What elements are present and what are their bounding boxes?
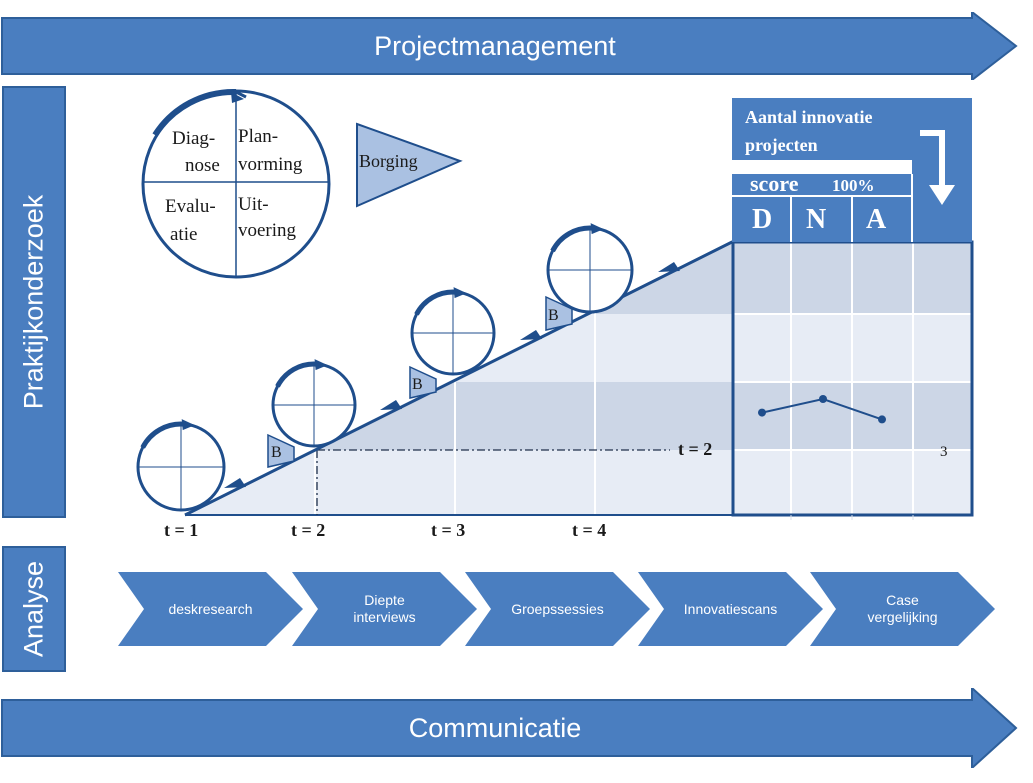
growth-arrow (184, 240, 733, 517)
time-label-2: t = 2 (291, 520, 325, 540)
q1-line2: nose (185, 155, 220, 176)
cycle-circles (136, 223, 634, 512)
praktijkonderzoek-side-label: Praktijkonderzoek (2, 86, 66, 518)
borging-label: Borging (359, 151, 418, 171)
cycle-arrowhead-icon (181, 419, 195, 431)
q4-line2: voering (238, 220, 297, 241)
innovation-header (732, 98, 972, 242)
innovation-title-line2: projecten (745, 135, 818, 155)
score-label: score (750, 171, 799, 196)
analysis-step-innovatiescans: Innovatiescans (638, 572, 823, 646)
time-label-4: t = 4 (572, 520, 606, 540)
borging-triangles (267, 295, 573, 468)
q2-line2: vorming (238, 154, 303, 175)
q3-line1: Evalu- (165, 196, 216, 217)
column-header-n: N (806, 204, 826, 235)
q3-line2: atie (170, 224, 197, 245)
column-header-d: D (752, 204, 772, 235)
column-header-a: A (866, 204, 887, 235)
cycle-arrowhead-icon (590, 223, 604, 235)
projectmanagement-label: Projectmanagement (374, 30, 616, 61)
analysis-step-label: Innovatiescans (683, 600, 778, 617)
time-label-1: t = 1 (164, 520, 198, 540)
t2-right-label: t = 2 (678, 439, 712, 459)
q2-line1: Plan- (238, 126, 278, 147)
b-triangle-3 (545, 295, 573, 331)
communicatie-arrow: Communicatie (0, 688, 1022, 768)
analyse-side-label: Analyse (2, 546, 66, 672)
analysis-step-label: Groepssessies (511, 600, 604, 617)
b-triangle-2 (409, 365, 437, 399)
cycle-circle-3 (410, 287, 496, 376)
grid-value: 3 (940, 444, 948, 460)
analysis-step-deskresearch: deskresearch (118, 572, 303, 646)
borging-triangle (356, 122, 463, 208)
grid-extension (790, 515, 914, 520)
dna-point-a (878, 415, 886, 424)
analysis-step-diepte-interviews: Diepte interviews (292, 572, 477, 646)
analysis-step-label: Diepte interviews (353, 592, 416, 625)
pdca-cycle-circle (141, 88, 331, 279)
analysis-step-groepssessies: Groepssessies (465, 572, 650, 646)
dna-point-d (758, 408, 766, 417)
communicatie-label: Communicatie (408, 712, 582, 743)
q1-line1: Diag- (172, 128, 215, 149)
analysis-step-case-vergelijking: Case vergelijking (810, 572, 995, 646)
innovation-title-line1: Aantal innovatie (745, 107, 873, 127)
b-triangle-1 (267, 433, 295, 468)
time-label-3: t = 3 (431, 520, 465, 540)
analysis-step-label: Case vergelijking (867, 592, 938, 625)
cycle-arrowhead-icon (314, 359, 328, 371)
cycle-arrowhead-icon (453, 287, 467, 299)
cycle-circle-1 (136, 419, 226, 512)
cycle-arrowhead-icon (231, 92, 244, 103)
b-label-1: B (271, 444, 282, 461)
projectmanagement-arrow: Projectmanagement (0, 12, 1022, 80)
b-label-3: B (548, 307, 559, 324)
dna-line-chart (758, 395, 886, 424)
score-grid (731, 240, 974, 517)
q4-line1: Uit- (238, 194, 269, 215)
analysis-step-label: deskresearch (168, 600, 253, 617)
down-arrow-icon (920, 130, 955, 205)
cycle-circle-2 (271, 359, 357, 448)
b-label-2: B (412, 376, 423, 393)
cycle-circle-4 (546, 223, 634, 314)
score-pct: 100% (832, 176, 875, 195)
dna-point-n (819, 395, 827, 403)
